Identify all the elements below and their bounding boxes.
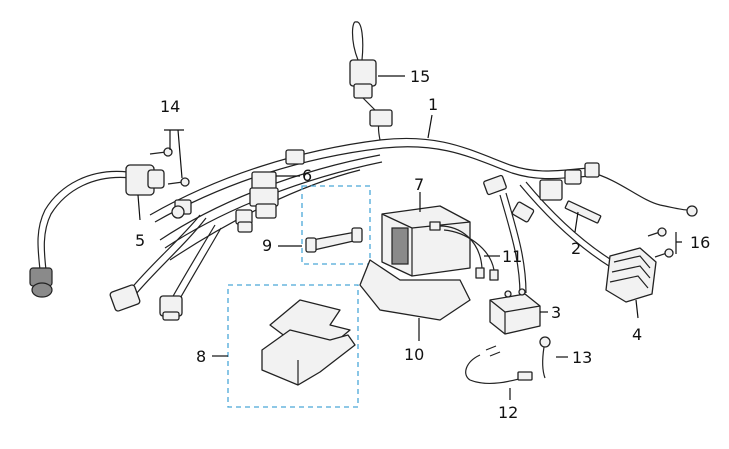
main-wiring-harness	[109, 109, 698, 321]
callout-10: 10	[404, 345, 424, 364]
callout-16: 16	[690, 233, 710, 252]
callout-7: 7	[414, 175, 424, 194]
part-5-sensor	[29, 164, 165, 298]
part-14-screws	[149, 147, 190, 187]
part-4-regulator	[605, 247, 657, 303]
part-15-connector	[349, 21, 377, 111]
callout-13: 13	[572, 348, 592, 367]
part-3-starter-relay	[489, 288, 541, 335]
callout-14: 14	[160, 97, 180, 116]
part-8-cover	[227, 284, 359, 408]
kit-box-8	[227, 284, 359, 408]
part-12-wire-lead	[465, 345, 533, 384]
callout-9: 9	[262, 236, 272, 255]
kit-box-9	[301, 185, 371, 265]
callout-labels: 15 1 14 5 6 7 9 11 2 16 3 4 8 10 13 12	[135, 67, 710, 422]
callout-3: 3	[551, 303, 561, 322]
callout-8: 8	[196, 347, 206, 366]
callout-6: 6	[302, 166, 312, 185]
part-13-ring-lead	[539, 336, 551, 379]
callout-4: 4	[632, 325, 642, 344]
part-9-strap	[301, 185, 371, 265]
leader-lines	[137, 75, 682, 400]
part-2-fuse	[564, 200, 602, 224]
part-11-battery-cables	[439, 225, 499, 281]
callout-1: 1	[428, 95, 438, 114]
callout-15: 15	[410, 67, 430, 86]
part-7-battery	[359, 205, 471, 321]
part-16-screws	[647, 227, 674, 258]
callout-12: 12	[498, 403, 518, 422]
part-6-relays	[235, 171, 279, 233]
callout-11: 11	[502, 247, 522, 266]
callout-2: 2	[571, 239, 581, 258]
callout-5: 5	[135, 231, 145, 250]
